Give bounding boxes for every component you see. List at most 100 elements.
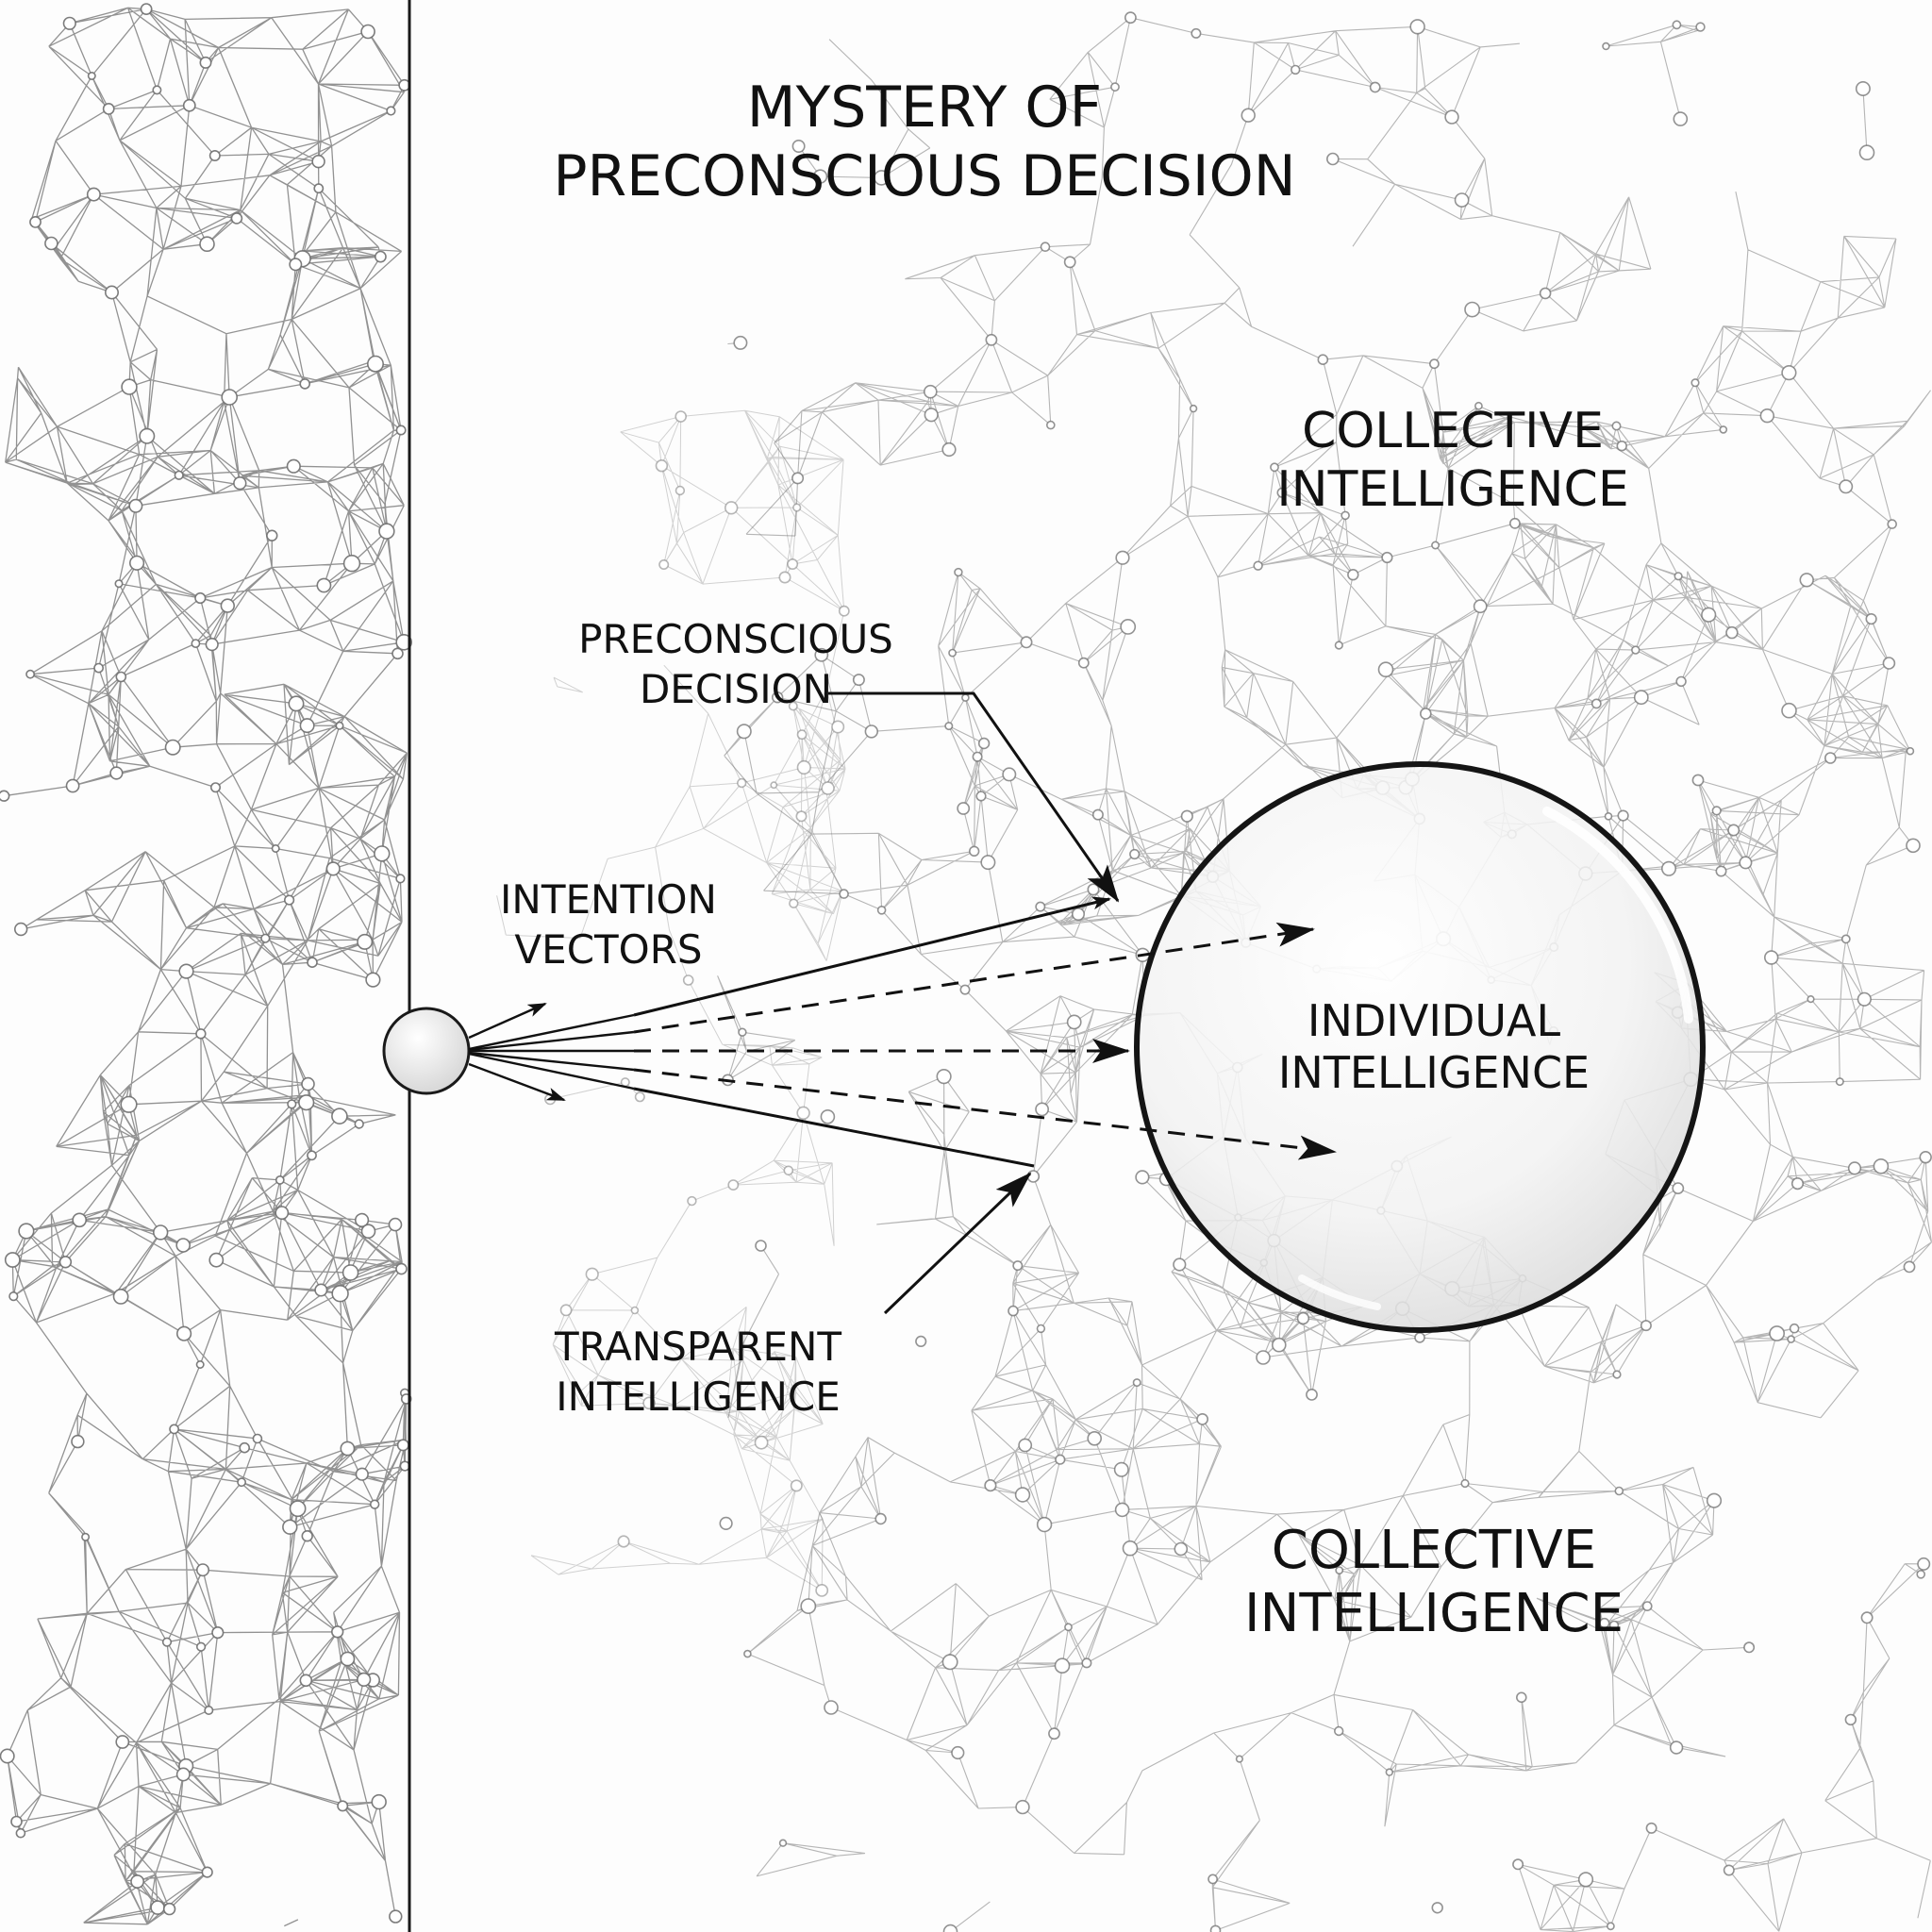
network-node [961, 693, 970, 702]
network-node [335, 721, 344, 730]
network-node [10, 1815, 23, 1828]
network-node [129, 555, 145, 571]
network-node [1180, 809, 1193, 823]
network-node [204, 1706, 214, 1716]
network-node [105, 285, 120, 300]
network-node [1335, 1566, 1344, 1574]
network-node [0, 1748, 15, 1764]
network-node [1174, 1541, 1189, 1557]
network-node [1431, 541, 1441, 550]
network-node [289, 258, 303, 272]
network-node [0, 790, 10, 802]
network-node [876, 905, 887, 915]
network-node [196, 1641, 207, 1652]
network-node [959, 984, 971, 995]
network-node [839, 889, 849, 899]
network-node [115, 671, 127, 683]
network-node [1253, 560, 1263, 571]
network-node [1906, 838, 1921, 854]
network-node [252, 1433, 263, 1444]
network-node [1824, 752, 1837, 764]
network-node [284, 894, 295, 906]
network-node [1723, 1864, 1735, 1876]
network-node [205, 637, 219, 652]
network-node [1132, 1378, 1141, 1388]
network-node [941, 1654, 958, 1671]
network-node [724, 501, 739, 515]
network-node [630, 1306, 640, 1315]
network-node [1672, 1182, 1685, 1194]
network-node [682, 974, 694, 986]
network-node [1064, 1623, 1073, 1632]
network-node [1725, 625, 1739, 640]
network-node [1431, 1902, 1443, 1914]
network-node [942, 1924, 958, 1932]
network-node [1113, 1461, 1129, 1477]
network-node [1124, 11, 1137, 25]
network-node [1409, 19, 1425, 35]
network-node [1865, 612, 1877, 625]
network-node [783, 1165, 794, 1176]
network-node [655, 459, 669, 473]
network-node [1110, 82, 1120, 92]
network-node [1048, 1727, 1060, 1740]
network-node [220, 598, 236, 613]
network-node [233, 476, 247, 491]
network-node [176, 1325, 192, 1341]
label-line-1: INDIVIDUAL [1307, 995, 1561, 1046]
network-node [1018, 1438, 1033, 1453]
preconscious-decision-leader [828, 691, 1120, 903]
network-node [340, 1651, 356, 1667]
network-node [102, 103, 115, 115]
network-node [239, 1441, 251, 1454]
network-node [736, 777, 747, 789]
network-node [796, 1106, 810, 1121]
network-node [316, 577, 332, 593]
network-node [1414, 1332, 1425, 1343]
network-node [1054, 1657, 1071, 1674]
collective-intelligence-label-top: COLLECTIVE INTELLIGENCE [1255, 402, 1651, 520]
network-node [395, 425, 407, 436]
network-node [391, 647, 404, 660]
label-line-1: COLLECTIVE [1302, 403, 1604, 459]
collective-intelligence-label-bottom: COLLECTIVE INTELLIGENCE [1208, 1519, 1660, 1645]
network-node [175, 1238, 191, 1253]
network-node [1599, 1617, 1610, 1629]
network-node [130, 1874, 144, 1889]
network-node [81, 1532, 91, 1541]
network-node [954, 567, 963, 577]
network-node [1334, 641, 1343, 650]
network-node [1799, 573, 1814, 588]
network-node [1763, 950, 1779, 965]
network-node [1608, 1620, 1620, 1631]
network-node [44, 236, 58, 251]
network-node [87, 72, 96, 81]
network-node [1341, 510, 1350, 521]
network-node [1429, 358, 1440, 370]
network-node [341, 1264, 359, 1281]
network-node [1617, 809, 1629, 822]
network-node [642, 1396, 656, 1410]
network-node [1611, 421, 1622, 431]
network-node [1189, 404, 1198, 413]
network-node [984, 1478, 997, 1492]
network-node [1473, 599, 1488, 614]
network-node [977, 737, 991, 750]
network-node [1014, 1487, 1031, 1503]
network-node [71, 1434, 85, 1449]
network-node [1509, 517, 1521, 529]
network-node [796, 759, 811, 775]
network-node [1769, 1325, 1785, 1341]
network-node [620, 1077, 630, 1088]
network-node [1272, 1337, 1287, 1353]
network-node [1882, 657, 1896, 670]
individual-intelligence-sphere [1134, 761, 1706, 1333]
network-node [121, 378, 138, 395]
network-node [360, 1224, 376, 1239]
network-node [936, 1068, 952, 1085]
network-node [790, 1479, 803, 1492]
network-node [162, 1902, 176, 1916]
network-node [340, 1441, 356, 1457]
network-lines [4, 7, 408, 1927]
network-node [1333, 1725, 1344, 1737]
